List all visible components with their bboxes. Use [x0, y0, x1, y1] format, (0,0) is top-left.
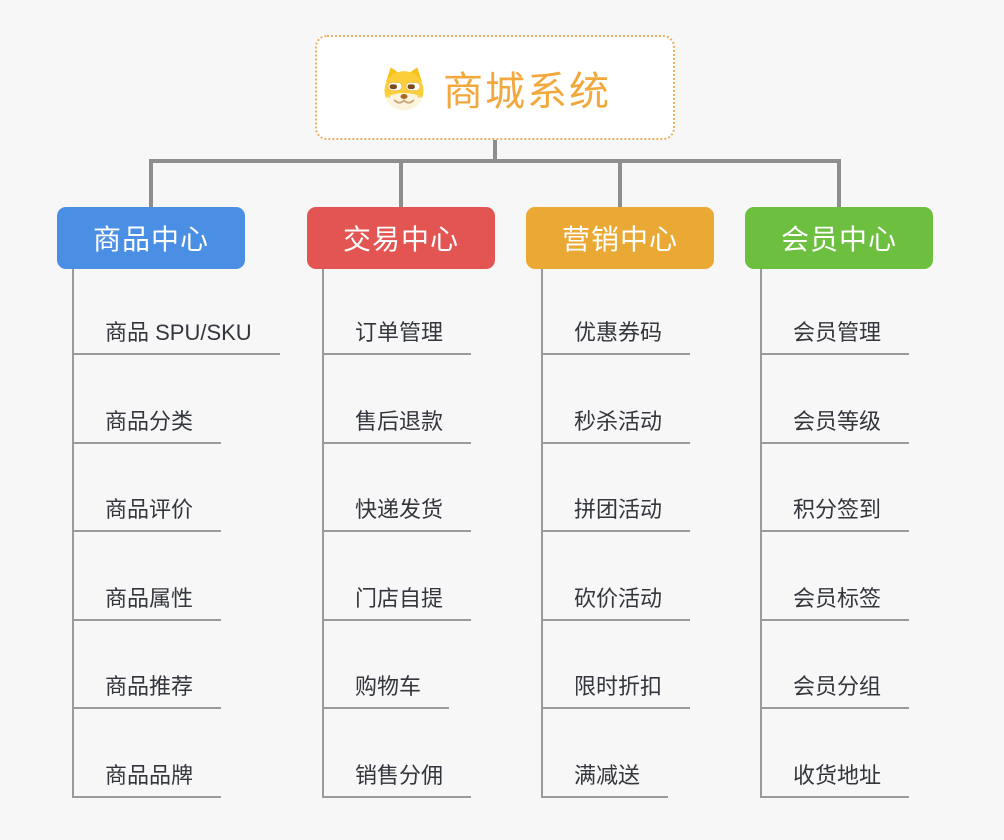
- leaf-topic[interactable]: 商品评价: [72, 444, 222, 533]
- shiba-dog-icon: [379, 64, 429, 111]
- branch-children: 优惠券码 秒杀活动 拼团活动 砍价活动 限时折扣 满减送: [541, 269, 691, 798]
- leaf-topic[interactable]: 会员等级: [760, 355, 910, 444]
- branch-node-member-center[interactable]: 会员中心: [745, 207, 933, 269]
- branch-node-marketing-center[interactable]: 营销中心: [526, 207, 714, 269]
- leaf-topic[interactable]: 积分签到: [760, 444, 910, 533]
- leaf-topic[interactable]: 砍价活动: [541, 532, 691, 621]
- root-topic-label: 商城系统: [443, 69, 611, 114]
- leaf-topic[interactable]: 商品推荐: [72, 621, 222, 710]
- leaf-topic[interactable]: 会员标签: [760, 532, 910, 621]
- branch-node-trade-center[interactable]: 交易中心: [307, 207, 495, 269]
- branch-node-product-center[interactable]: 商品中心: [57, 207, 245, 269]
- connector-drop: [399, 159, 403, 207]
- branch-spine-line: [541, 269, 543, 798]
- root-topic[interactable]: 商城系统: [315, 35, 675, 140]
- leaf-topic[interactable]: 会员管理: [760, 269, 910, 355]
- branch-children: 商品 SPU/SKU 商品分类 商品评价 商品属性 商品推荐 商品品牌: [72, 269, 280, 798]
- leaf-topic[interactable]: 商品属性: [72, 532, 222, 621]
- connector-root-vertical: [493, 140, 497, 163]
- leaf-topic[interactable]: 购物车: [322, 621, 450, 710]
- connector-drop: [618, 159, 622, 207]
- branch-spine-line: [72, 269, 74, 798]
- branch-trade-center: 交易中心 订单管理 售后退款 快递发货 门店自提 购物车 销售分佣: [307, 207, 547, 798]
- leaf-topic[interactable]: 会员分组: [760, 621, 910, 710]
- branch-children: 订单管理 售后退款 快递发货 门店自提 购物车 销售分佣: [322, 269, 472, 798]
- leaf-topic[interactable]: 商品分类: [72, 355, 222, 444]
- branch-spine-line: [322, 269, 324, 798]
- leaf-topic[interactable]: 售后退款: [322, 355, 472, 444]
- branch-children: 会员管理 会员等级 积分签到 会员标签 会员分组 收货地址: [760, 269, 910, 798]
- leaf-topic[interactable]: 快递发货: [322, 444, 472, 533]
- branch-spine-line: [760, 269, 762, 798]
- connector-drop: [149, 159, 153, 207]
- branch-product-center: 商品中心 商品 SPU/SKU 商品分类 商品评价 商品属性 商品推荐 商品品牌: [57, 207, 297, 798]
- leaf-topic[interactable]: 秒杀活动: [541, 355, 691, 444]
- leaf-topic[interactable]: 销售分佣: [322, 709, 472, 798]
- connector-drop: [837, 159, 841, 207]
- leaf-topic[interactable]: 满减送: [541, 709, 669, 798]
- leaf-topic[interactable]: 拼团活动: [541, 444, 691, 533]
- leaf-topic[interactable]: 商品品牌: [72, 709, 222, 798]
- leaf-topic[interactable]: 订单管理: [322, 269, 472, 355]
- connector-horizontal: [149, 159, 841, 163]
- leaf-topic[interactable]: 商品 SPU/SKU: [72, 269, 280, 355]
- leaf-topic[interactable]: 门店自提: [322, 532, 472, 621]
- leaf-topic[interactable]: 收货地址: [760, 709, 910, 798]
- leaf-topic[interactable]: 优惠券码: [541, 269, 691, 355]
- branch-marketing-center: 营销中心 优惠券码 秒杀活动 拼团活动 砍价活动 限时折扣 满减送: [526, 207, 766, 798]
- leaf-topic[interactable]: 限时折扣: [541, 621, 691, 710]
- branch-member-center: 会员中心 会员管理 会员等级 积分签到 会员标签 会员分组 收货地址: [745, 207, 985, 798]
